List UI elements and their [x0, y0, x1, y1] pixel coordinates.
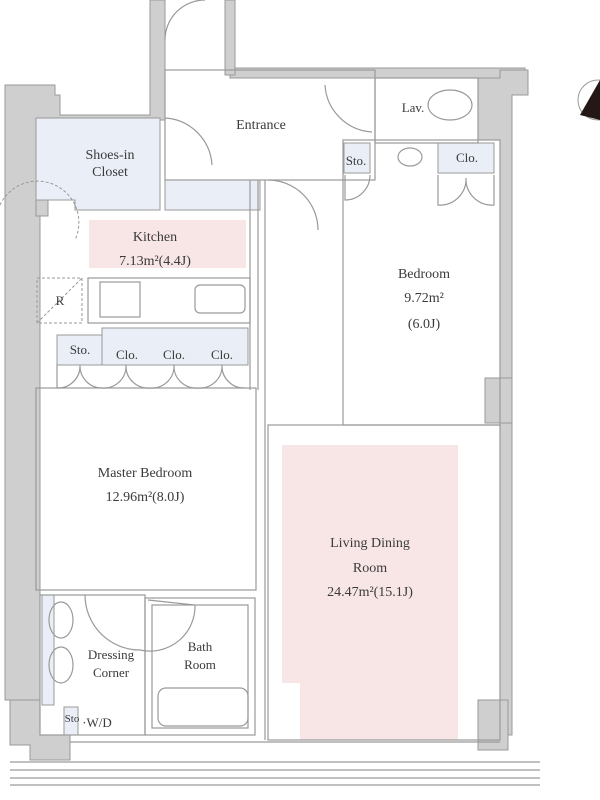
label-closet: Closet — [92, 165, 128, 180]
label-kitchen-area: 7.13m²(4.4J) — [119, 254, 191, 269]
label-sto-wd-wd: ·W/D — [82, 715, 112, 730]
entrance-storage — [164, 179, 261, 211]
label-bath-room: Room — [184, 657, 216, 672]
label-refrigerator: R — [56, 293, 65, 308]
label-lav: Lav. — [402, 100, 425, 115]
shoes-in-closet — [35, 117, 161, 211]
label-bedroom: Bedroom — [398, 267, 450, 282]
north-arrow-icon — [577, 79, 600, 121]
label-sto-wd-sto: Sto — [65, 713, 80, 725]
label-sto-master: Sto. — [70, 342, 91, 357]
living-highlight — [282, 445, 458, 740]
label-clo-3: Clo. — [211, 347, 233, 362]
label-shoes-in: Shoes-in — [86, 148, 135, 163]
label-bedroom-area: 9.72m² — [404, 291, 444, 306]
label-clo-2: Clo. — [163, 347, 185, 362]
label-corner: Corner — [93, 665, 130, 680]
label-clo-1: Clo. — [116, 347, 138, 362]
label-clo-bedroom: Clo. — [456, 150, 478, 165]
balcony — [10, 741, 540, 786]
label-entrance: Entrance — [236, 118, 286, 133]
label-sto-bedroom: Sto. — [346, 153, 367, 168]
label-bedroom-jo: (6.0J) — [408, 317, 441, 332]
kitchen-highlight — [89, 220, 246, 268]
label-dressing: Dressing — [88, 647, 135, 662]
label-bath: Bath — [188, 639, 213, 654]
label-living-dining: Living Dining — [330, 536, 410, 551]
doors — [0, 0, 495, 652]
label-living-room: Room — [353, 561, 387, 576]
label-master-bedroom: Master Bedroom — [98, 466, 193, 481]
label-master-area: 12.96m²(8.0J) — [106, 490, 185, 505]
label-kitchen: Kitchen — [133, 230, 177, 245]
label-living-area: 24.47m²(15.1J) — [327, 585, 413, 600]
